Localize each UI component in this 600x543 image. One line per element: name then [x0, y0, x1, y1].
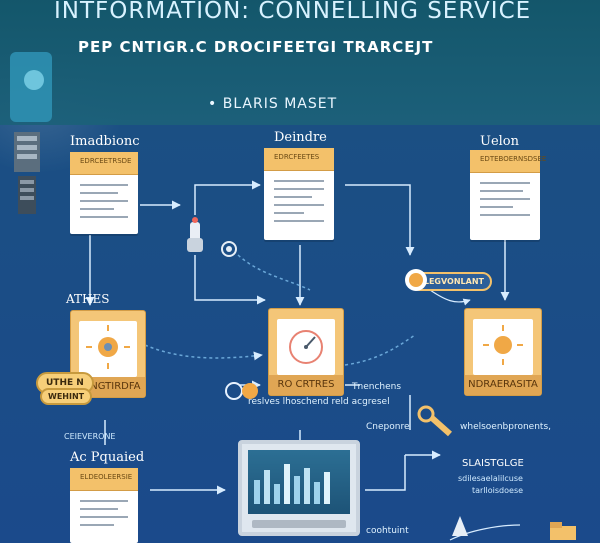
bottom-right-note-1: sdilesaelalilcuse: [458, 474, 523, 483]
section-label: • BLARIS MASET: [208, 96, 338, 112]
mid-left-note: CEIEVERONE: [64, 432, 116, 441]
key-icon: [417, 405, 452, 437]
document-bottom-left[interactable]: ELDEOLEERSIE: [70, 468, 138, 543]
gauge-icon: [289, 330, 323, 364]
sun-chart-icon: [483, 325, 523, 365]
bottom-mid-note: coohtuint: [366, 526, 409, 536]
magnifier-icon: [225, 382, 258, 400]
bottom-right-note-2: tarlloisdoese: [472, 486, 524, 495]
node-label-bottom-left: Ac Pquaied: [70, 450, 145, 465]
folder-mid-right[interactable]: NDRAERASITA: [464, 308, 542, 396]
node-label-top-left: Imadbionc: [70, 134, 140, 149]
status-badge-2: WEHINT: [40, 388, 93, 405]
folder-mid-center[interactable]: RO CRTRES: [268, 308, 344, 396]
mid-center-note-2: reslves lhoschend reld acgresel: [248, 397, 390, 407]
gear-icon: [221, 241, 237, 257]
doc-tab-label: EDRCFEETES: [274, 153, 320, 161]
status-badge-right: CLEGVONLANT: [410, 272, 492, 291]
bar-chart-icon: [254, 464, 330, 504]
header-band: [0, 0, 600, 125]
doc-tab-label: EDTEBOERNSDSEE: [480, 155, 547, 163]
document-top-right[interactable]: EDTEBOERNSDSEE: [470, 150, 546, 240]
page-subtitle: PEP CNTIGR.C DROCIFEETGI TRARCEJT: [78, 38, 434, 56]
folder-caption: RO CRTRES: [269, 375, 343, 395]
mid-right-note-2: whelsoenbpronents,: [460, 422, 551, 432]
mid-right-note-1: Cneponre: [366, 422, 410, 432]
bottom-right-heading: SLAISTGLGE: [462, 458, 524, 469]
document-top-left[interactable]: EDRCEETRSDE: [70, 152, 138, 234]
node-label-mid-left: ATHES: [66, 292, 110, 306]
doc-tab-label: ELDEOLEERSIE: [80, 473, 133, 481]
doc-tab-label: EDRCEETRSDE: [80, 157, 132, 165]
tech-decoration-icon: [10, 52, 52, 214]
page-title: INTFORMATION: CONNELLING SERVICE: [54, 0, 532, 24]
globe-icon: [405, 269, 427, 291]
pen-icon: [452, 516, 468, 536]
folder-icon: [550, 522, 576, 540]
node-label-top-right: Uelon: [480, 134, 520, 149]
document-top-mid[interactable]: EDRCFEETES: [264, 148, 334, 240]
mid-center-note-1: Tnenchens: [352, 382, 402, 392]
hand-pointer-icon: [187, 217, 203, 252]
sun-chart-icon: [86, 325, 130, 369]
folder-caption: NDRAERASITA: [465, 375, 541, 395]
folder-mid-left[interactable]: NUNGTIRDFA: [70, 310, 146, 398]
node-label-top-mid: Deindre: [274, 130, 327, 145]
dashboard-monitor[interactable]: [238, 440, 360, 536]
